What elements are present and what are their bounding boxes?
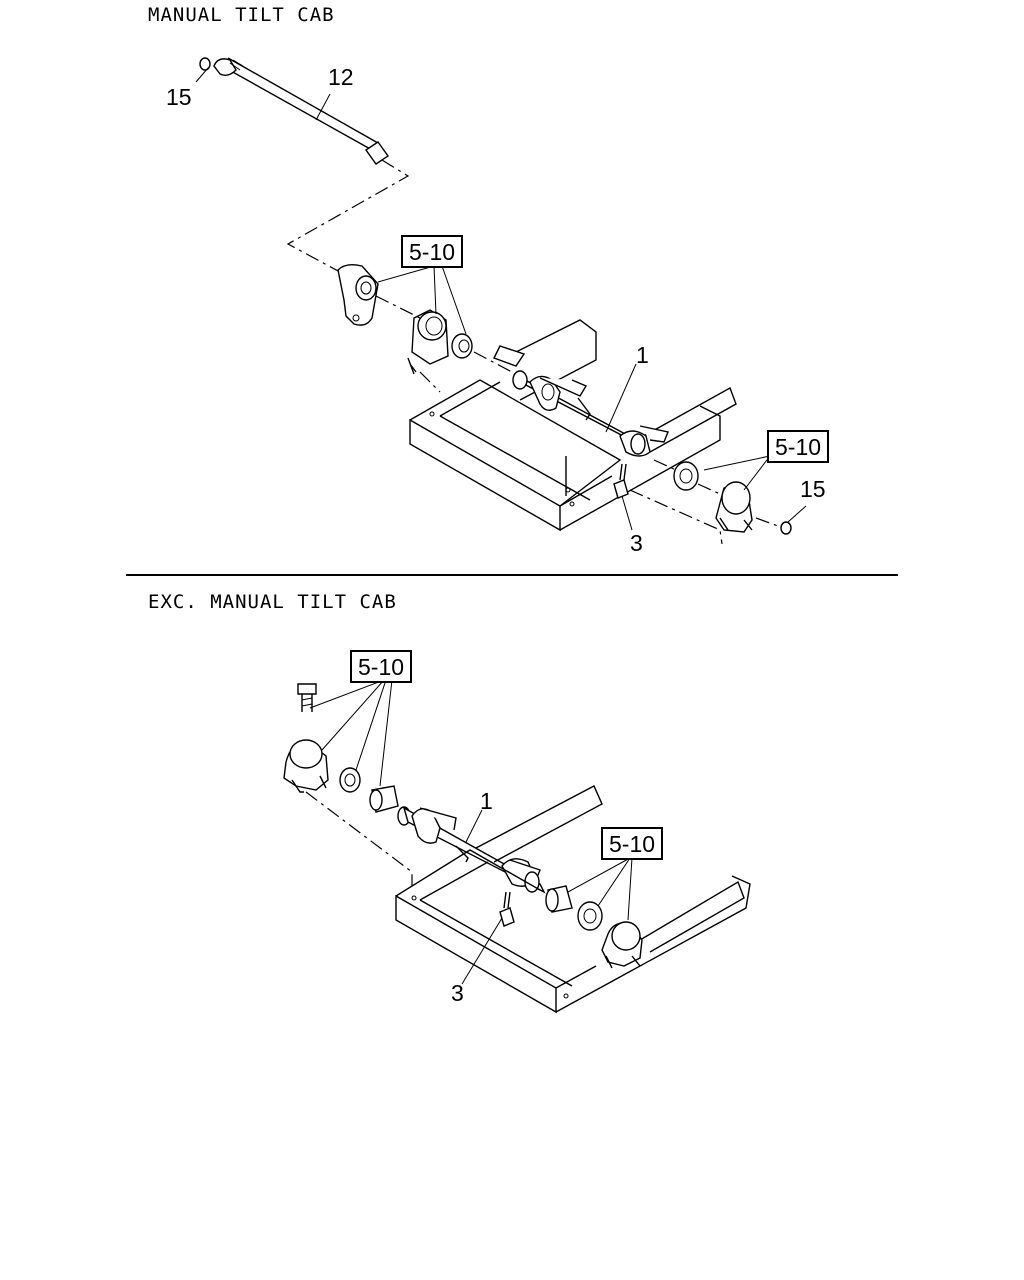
section-divider	[126, 574, 898, 576]
right-bracket	[715, 481, 753, 533]
bushing-lower-3	[545, 885, 573, 913]
leader-1-top	[605, 363, 637, 433]
leader-5-10-right	[703, 455, 771, 491]
callout-12: 12	[328, 64, 354, 90]
bushing-lower-1	[339, 767, 361, 793]
leader-5-10-top	[377, 265, 467, 335]
callout-1-lower: 1	[480, 788, 493, 814]
right-bracket-lower	[601, 921, 643, 969]
bushing-lower-4	[577, 901, 603, 931]
callout-5-10-lower-right: 5-10	[601, 827, 664, 861]
chassis-frame-bottom	[395, 785, 751, 1014]
leader-5-10-lower-left	[309, 679, 393, 787]
chassis-frame-top	[409, 319, 737, 532]
lever-arm	[337, 263, 379, 326]
callout-15-right: 15	[800, 476, 826, 502]
snap-ring-15-right	[780, 521, 792, 535]
exc-manual-tilt-cab-drawing	[283, 679, 751, 1014]
leader-15-top	[195, 67, 209, 83]
bolt-3	[613, 463, 629, 499]
bolt-top-left	[297, 683, 317, 712]
bushing-lower-2	[369, 785, 399, 813]
cross-shaft-1	[493, 345, 669, 457]
cross-shaft-1-lower	[397, 806, 546, 894]
left-bracket-lower	[283, 739, 329, 793]
leader-3-top	[621, 495, 633, 531]
callout-15-top: 15	[166, 84, 192, 110]
manual-tilt-cab-drawing	[195, 57, 807, 545]
callout-5-10-right: 5-10	[767, 430, 830, 464]
callout-5-10-top: 5-10	[401, 235, 464, 269]
callout-5-10-lower-left: 5-10	[350, 650, 413, 684]
bolt-3-lower	[499, 891, 515, 927]
leader-1-lower	[465, 809, 483, 843]
section-title-exc-manual-tilt-cab: EXC. MANUAL TILT CAB	[148, 591, 397, 613]
section-title-manual-tilt-cab: MANUAL TILT CAB	[148, 4, 335, 26]
leader-3-lower	[461, 917, 503, 985]
leader-15-right	[787, 505, 807, 523]
right-bushing	[673, 461, 699, 491]
leader-5-10-lower-right	[567, 857, 633, 921]
bushing-left	[451, 333, 473, 359]
callout-3-top: 3	[630, 530, 643, 556]
callout-3-lower: 3	[451, 980, 464, 1006]
callout-1-top: 1	[636, 342, 649, 368]
left-bracket	[407, 309, 449, 375]
snap-ring-15	[199, 57, 211, 71]
torsion-bar-12	[213, 57, 389, 165]
leader-12	[315, 93, 331, 121]
